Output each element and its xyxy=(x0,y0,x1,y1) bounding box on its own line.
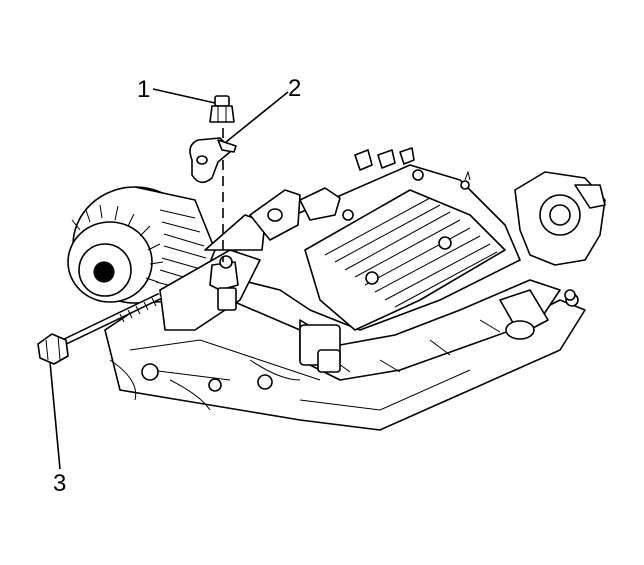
engine-assembly xyxy=(67,147,606,431)
callout-label-2: 2 xyxy=(288,75,301,102)
nut xyxy=(209,95,235,123)
callout-3: 3 xyxy=(49,361,66,497)
leader-line-3 xyxy=(49,361,61,470)
bolt xyxy=(37,292,162,365)
bracket xyxy=(189,137,237,184)
callout-label-1: 1 xyxy=(137,76,150,103)
leader-line-2 xyxy=(225,91,289,143)
callout-2: 2 xyxy=(225,75,301,143)
callout-label-3: 3 xyxy=(53,470,66,497)
leader-line-1 xyxy=(152,88,216,104)
callout-1: 1 xyxy=(137,76,216,104)
